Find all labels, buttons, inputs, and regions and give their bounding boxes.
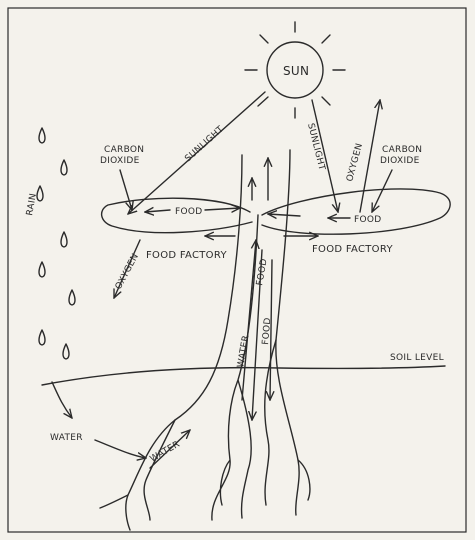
carbon-dioxide-arrow-right bbox=[372, 170, 392, 212]
carbon-dioxide-right-line2: DIOXIDE bbox=[380, 156, 420, 166]
food-factory-label-right: FOOD FACTORY bbox=[312, 244, 393, 255]
rain-label: RAIN bbox=[25, 192, 39, 216]
water-arrow-ground bbox=[52, 382, 72, 418]
food-factory-label-left: FOOD FACTORY bbox=[146, 250, 227, 261]
carbon-dioxide-left-line2: DIOXIDE bbox=[100, 156, 140, 166]
oxygen-label-right: OXYGEN bbox=[345, 142, 365, 183]
rain-drops-icon bbox=[37, 128, 75, 359]
stem-label-water: WATER bbox=[236, 334, 252, 368]
water-arrow-root-up bbox=[150, 430, 190, 468]
right-leaf bbox=[262, 189, 450, 234]
food-arrow-left-to-stem bbox=[205, 208, 240, 210]
water-arrow-to-root bbox=[95, 440, 146, 458]
plant-stem-right bbox=[276, 150, 299, 515]
food-label-right: FOOD bbox=[354, 215, 381, 225]
oxygen-label-left: OXYGEN bbox=[114, 252, 141, 291]
food-arrow-left bbox=[145, 210, 170, 212]
stem-label-food-1: FOOD bbox=[255, 258, 270, 287]
water-label-ground: WATER bbox=[50, 433, 83, 443]
page-frame bbox=[8, 8, 466, 532]
food-label-left: FOOD bbox=[175, 207, 202, 217]
carbon-dioxide-arrow-left bbox=[120, 170, 132, 210]
sun-label: SUN bbox=[283, 64, 309, 78]
sunlight-label-left: SUNLIGHT bbox=[183, 124, 226, 164]
carbon-dioxide-left-line1: CARBON bbox=[104, 145, 144, 155]
soil-level-label: SOIL LEVEL bbox=[390, 353, 444, 363]
food-arrow-right-to-stem bbox=[268, 214, 300, 216]
oxygen-arrow-right bbox=[360, 100, 380, 212]
carbon-dioxide-right-line1: CARBON bbox=[382, 145, 422, 155]
